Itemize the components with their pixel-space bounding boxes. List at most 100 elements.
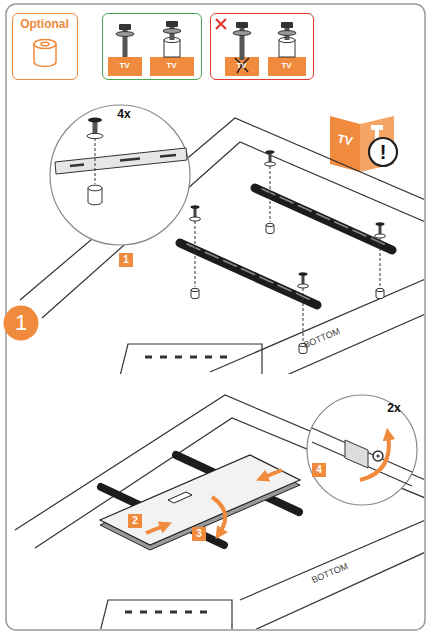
box-text: Optional bbox=[13, 18, 76, 30]
tv-back-outline bbox=[240, 518, 424, 600]
screw-set bbox=[190, 217, 201, 221]
wrong-mark bbox=[216, 19, 226, 29]
tv-back-outline bbox=[145, 356, 227, 359]
step-number: 1 bbox=[3, 305, 39, 341]
screw-set bbox=[376, 288, 384, 291]
manual-icon bbox=[330, 116, 360, 172]
screw-set bbox=[379, 225, 382, 234]
box-text: TV bbox=[225, 62, 259, 70]
screw-set bbox=[190, 150, 386, 353]
screw-set bbox=[303, 288, 304, 342]
mounting-rail bbox=[255, 188, 392, 250]
step-circle bbox=[4, 306, 39, 341]
detail-view bbox=[88, 118, 102, 123]
box-text: TV bbox=[268, 62, 306, 70]
screw-set bbox=[195, 221, 196, 287]
option-box: Optional bbox=[12, 13, 78, 80]
screw-set bbox=[265, 162, 276, 166]
wrong-spacer-icon bbox=[268, 57, 306, 76]
box-text: TV bbox=[108, 62, 142, 70]
screw-set bbox=[266, 223, 274, 226]
wrong-screw-icon bbox=[236, 22, 248, 28]
box-text: TV bbox=[150, 62, 194, 70]
callout-number: 2 bbox=[128, 514, 142, 528]
callout-number: 4 bbox=[312, 465, 326, 475]
wrong-screw-icon bbox=[225, 22, 259, 76]
quantity-label: 4x bbox=[112, 108, 136, 120]
wall-plate bbox=[100, 455, 300, 550]
correct-screw-icon bbox=[108, 57, 142, 76]
correct-spacer-icon bbox=[150, 57, 194, 76]
detail-view bbox=[93, 121, 98, 134]
screw-set bbox=[302, 275, 305, 284]
mounting-rail bbox=[101, 455, 299, 545]
callout-number: 3 bbox=[192, 527, 206, 541]
tv-back-outline bbox=[125, 611, 207, 614]
correct-screw-icon bbox=[119, 24, 131, 30]
callout-number: 1 bbox=[119, 255, 133, 265]
screw-set bbox=[376, 222, 385, 226]
step-number-text: 1 bbox=[3, 312, 39, 334]
detail-view bbox=[360, 434, 389, 480]
spacer-icon bbox=[34, 40, 56, 67]
tv-back-outline bbox=[250, 550, 424, 629]
warning-circle bbox=[369, 138, 397, 166]
detail-view bbox=[95, 138, 96, 184]
warning-mark: ! bbox=[373, 142, 393, 162]
screw-set bbox=[191, 288, 199, 291]
wrong-fit-box: TV TV bbox=[210, 13, 314, 80]
screw-set bbox=[375, 234, 386, 238]
panel-frame bbox=[6, 4, 425, 630]
wrong-spacer-icon bbox=[268, 22, 306, 76]
detail-view bbox=[312, 428, 412, 486]
screw-set bbox=[194, 208, 197, 217]
wall-plate bbox=[168, 492, 192, 503]
correct-screw-icon bbox=[116, 32, 134, 37]
motion-arrow bbox=[262, 470, 282, 478]
tv-back-outline bbox=[210, 277, 424, 372]
correct-screw-icon bbox=[108, 24, 142, 76]
correct-spacer-icon bbox=[150, 21, 194, 76]
motion-arrow bbox=[146, 525, 166, 533]
detail-view bbox=[377, 455, 380, 458]
quantity-label: 2x bbox=[382, 402, 406, 414]
detail-view bbox=[50, 105, 190, 245]
screw-set bbox=[270, 166, 271, 222]
callout-number: 2 bbox=[128, 516, 142, 526]
screw-set bbox=[269, 153, 272, 162]
tv-side-label: BOTTOM bbox=[301, 558, 360, 590]
callout-number: 3 bbox=[192, 529, 206, 539]
wrong-spacer-icon bbox=[281, 22, 293, 28]
detail-view bbox=[307, 395, 417, 505]
detail-view bbox=[307, 395, 417, 505]
correct-spacer-icon bbox=[166, 21, 178, 27]
tv-back-outline bbox=[15, 395, 424, 629]
tv-back-outline bbox=[120, 344, 262, 374]
motion-arrow bbox=[146, 470, 282, 534]
spacer-icon bbox=[34, 40, 56, 49]
tv-back-outline bbox=[100, 600, 232, 629]
tv-side-label: BOTTOM bbox=[293, 323, 352, 355]
mounting-rail bbox=[262, 189, 386, 245]
mounting-rail bbox=[180, 188, 392, 305]
spacer-icon bbox=[41, 42, 49, 46]
manual-text: TV bbox=[332, 132, 358, 149]
screw-set bbox=[191, 205, 200, 209]
callout-number: 4 bbox=[312, 463, 326, 477]
detail-view bbox=[70, 155, 176, 166]
mounting-rail bbox=[187, 244, 311, 300]
screw-set bbox=[380, 238, 381, 287]
callout-number: 1 bbox=[119, 253, 133, 267]
screw-set bbox=[298, 284, 309, 288]
screw-set bbox=[266, 150, 275, 154]
wrong-screw-icon bbox=[233, 31, 251, 36]
correct-fit-box: TV TV bbox=[102, 13, 202, 80]
detail-view bbox=[55, 148, 187, 174]
wrong-mark bbox=[216, 19, 226, 29]
wrong-spacer-icon bbox=[278, 31, 296, 36]
mounting-rail bbox=[180, 243, 317, 305]
wall-plate bbox=[100, 455, 300, 545]
detail-view bbox=[50, 105, 190, 245]
detail-view bbox=[345, 440, 368, 468]
